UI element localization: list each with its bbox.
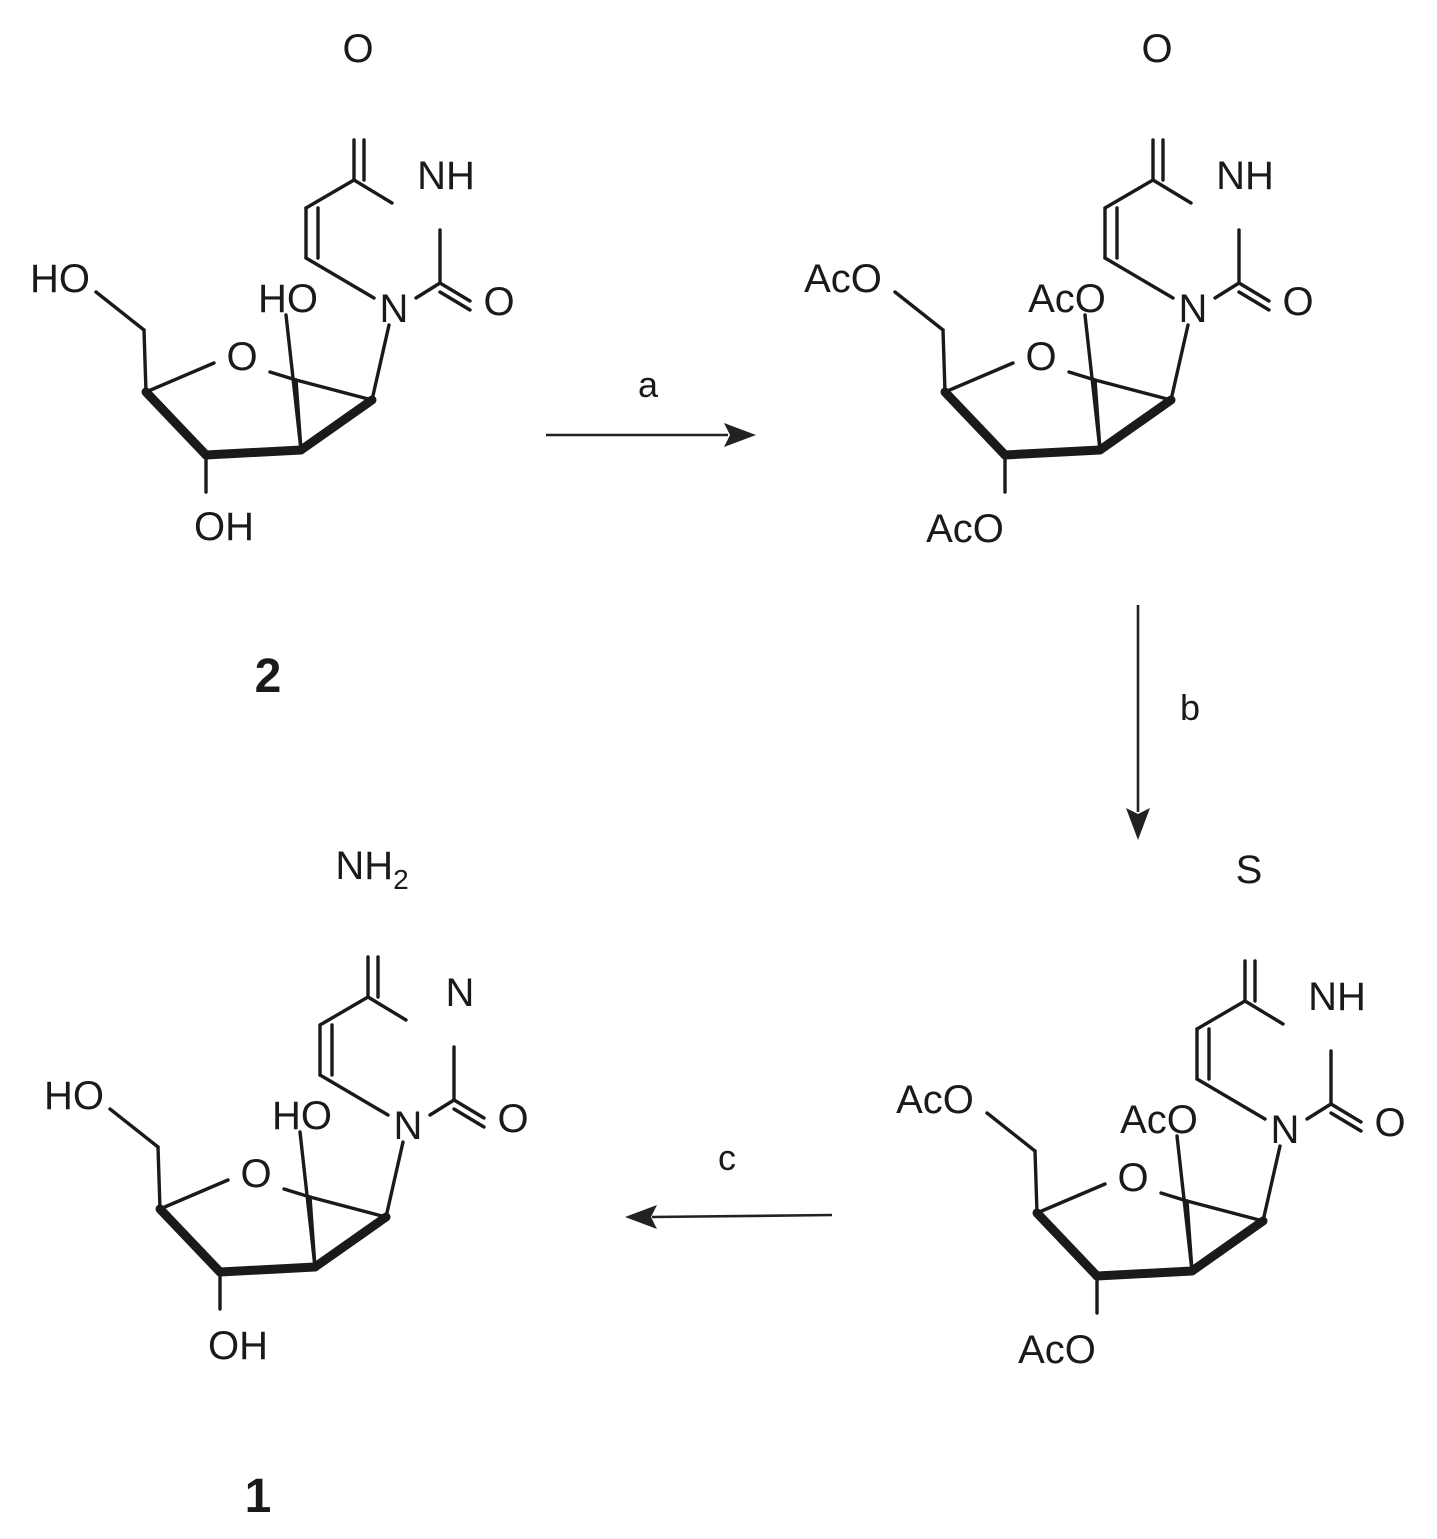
atom-c5-substituent: AcO [804,257,882,301]
thiouridine-triacetate-structure: S NH N O O AcO AcO AcO [896,848,1405,1372]
atom-c2-substituent: HO [272,1094,332,1138]
atom-c3-substituent: AcO [1018,1328,1096,1372]
atom-n1: N [1179,287,1208,331]
atom-c2-oxygen: O [497,1097,528,1141]
atom-c5-substituent: AcO [896,1078,974,1122]
atom-c4-oxygen: O [342,27,373,71]
atom-c3-substituent: AcO [926,507,1004,551]
atom-n1: N [1271,1108,1300,1152]
atom-n1: N [380,287,409,331]
reaction-arrow-a: a [546,364,756,447]
compound-2-structure: O NH N O O HO HO OH [30,27,515,549]
triacetyl-uridine-structure: O NH N O O AcO AcO AcO [804,27,1313,551]
atom-c2-substituent: AcO [1028,277,1106,321]
reaction-arrow-b: b [1126,605,1200,840]
atom-c2-oxygen: O [1374,1101,1405,1145]
reagent-label-b: b [1180,687,1200,728]
compound-label-2: 2 [255,650,282,703]
atom-c3-substituent: OH [208,1324,268,1368]
atom-c2-substituent: HO [258,277,318,321]
atom-n3h: NH [417,154,475,198]
atom-c2-substituent: AcO [1120,1098,1198,1142]
atom-c4-sulfur: S [1236,848,1263,892]
compound-label-1: 1 [245,1470,272,1523]
atom-c2-oxygen: O [1282,280,1313,324]
atom-ring-oxygen: O [240,1152,271,1196]
atom-c2-oxygen: O [483,280,514,324]
atom-n3: N [446,971,475,1015]
atom-c5-substituent: HO [44,1074,104,1118]
reagent-label-c: c [718,1137,736,1178]
atom-amino-group: NH2 [335,844,408,895]
atom-ring-oxygen: O [226,335,257,379]
reaction-arrow-c: c [625,1137,833,1229]
atom-c4-oxygen: O [1141,27,1172,71]
atom-n1: N [394,1104,423,1148]
atom-ring-oxygen: O [1117,1156,1148,1200]
compound-1-structure: NH2 N N O O HO HO OH [44,844,529,1368]
atom-c3-substituent: OH [194,505,254,549]
reagent-label-a: a [638,364,659,405]
atom-ring-oxygen: O [1025,335,1056,379]
atom-n3h: NH [1216,154,1274,198]
atom-c5-substituent: HO [30,257,90,301]
atom-n3h: NH [1308,975,1366,1019]
